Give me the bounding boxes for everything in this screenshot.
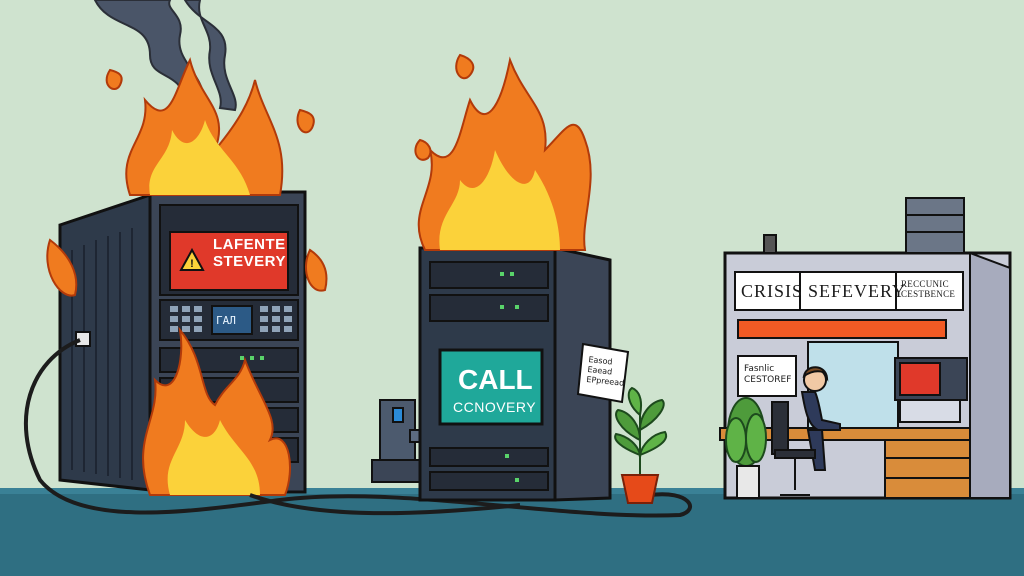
office-sign	[734, 271, 964, 311]
office-worker	[800, 366, 841, 471]
middle-server-cabinet	[418, 246, 612, 502]
office-chair	[771, 401, 816, 496]
rooftop-tank	[905, 197, 965, 254]
small-screen-text: ГАЛ	[216, 314, 236, 327]
warning-screen-text: LAFENTE STEVERY	[213, 236, 286, 270]
sign-small-text: RECCUNIC CESTBENCE	[901, 279, 955, 299]
warning-triangle-icon: !	[179, 247, 205, 271]
sign-small-line-2: CESTBENCE	[901, 289, 956, 299]
call-screen-title: CALL	[458, 364, 533, 395]
sticky-note	[576, 342, 630, 404]
booth-note-line-1: Fasnlic	[744, 364, 775, 374]
potted-plant-office	[725, 397, 767, 499]
fire-left-bottom	[142, 326, 291, 496]
call-screen-subtitle: CCNOVERY	[453, 399, 537, 415]
office-monitor	[894, 357, 968, 423]
call-screen	[438, 348, 544, 426]
small-status-screen	[211, 305, 253, 335]
sign-small-line-1: RECCUNIC	[901, 279, 949, 289]
fire-left-top	[105, 57, 315, 196]
sign-crisis: CRISIS	[741, 281, 804, 301]
potted-plant-middle	[614, 386, 668, 504]
awning	[737, 319, 947, 339]
fire-middle-top	[414, 53, 592, 251]
booth-note-text: Fasnlic CESTOREF	[744, 364, 791, 386]
sticky-note-text: Easod Eaead EPpreead	[586, 355, 627, 389]
fire-left-side	[46, 238, 328, 297]
cables	[24, 338, 692, 518]
warning-screen	[169, 231, 289, 291]
warning-line-1: LAFENTE	[213, 236, 286, 253]
keypad	[170, 306, 292, 332]
booth-note-line-2: CESTOREF	[744, 375, 792, 385]
sign-sefevery: SEFEVERY	[808, 281, 907, 301]
svg-text:!: !	[190, 258, 194, 270]
warning-line-2: STEVERY	[213, 253, 286, 270]
power-outlet	[75, 331, 91, 347]
